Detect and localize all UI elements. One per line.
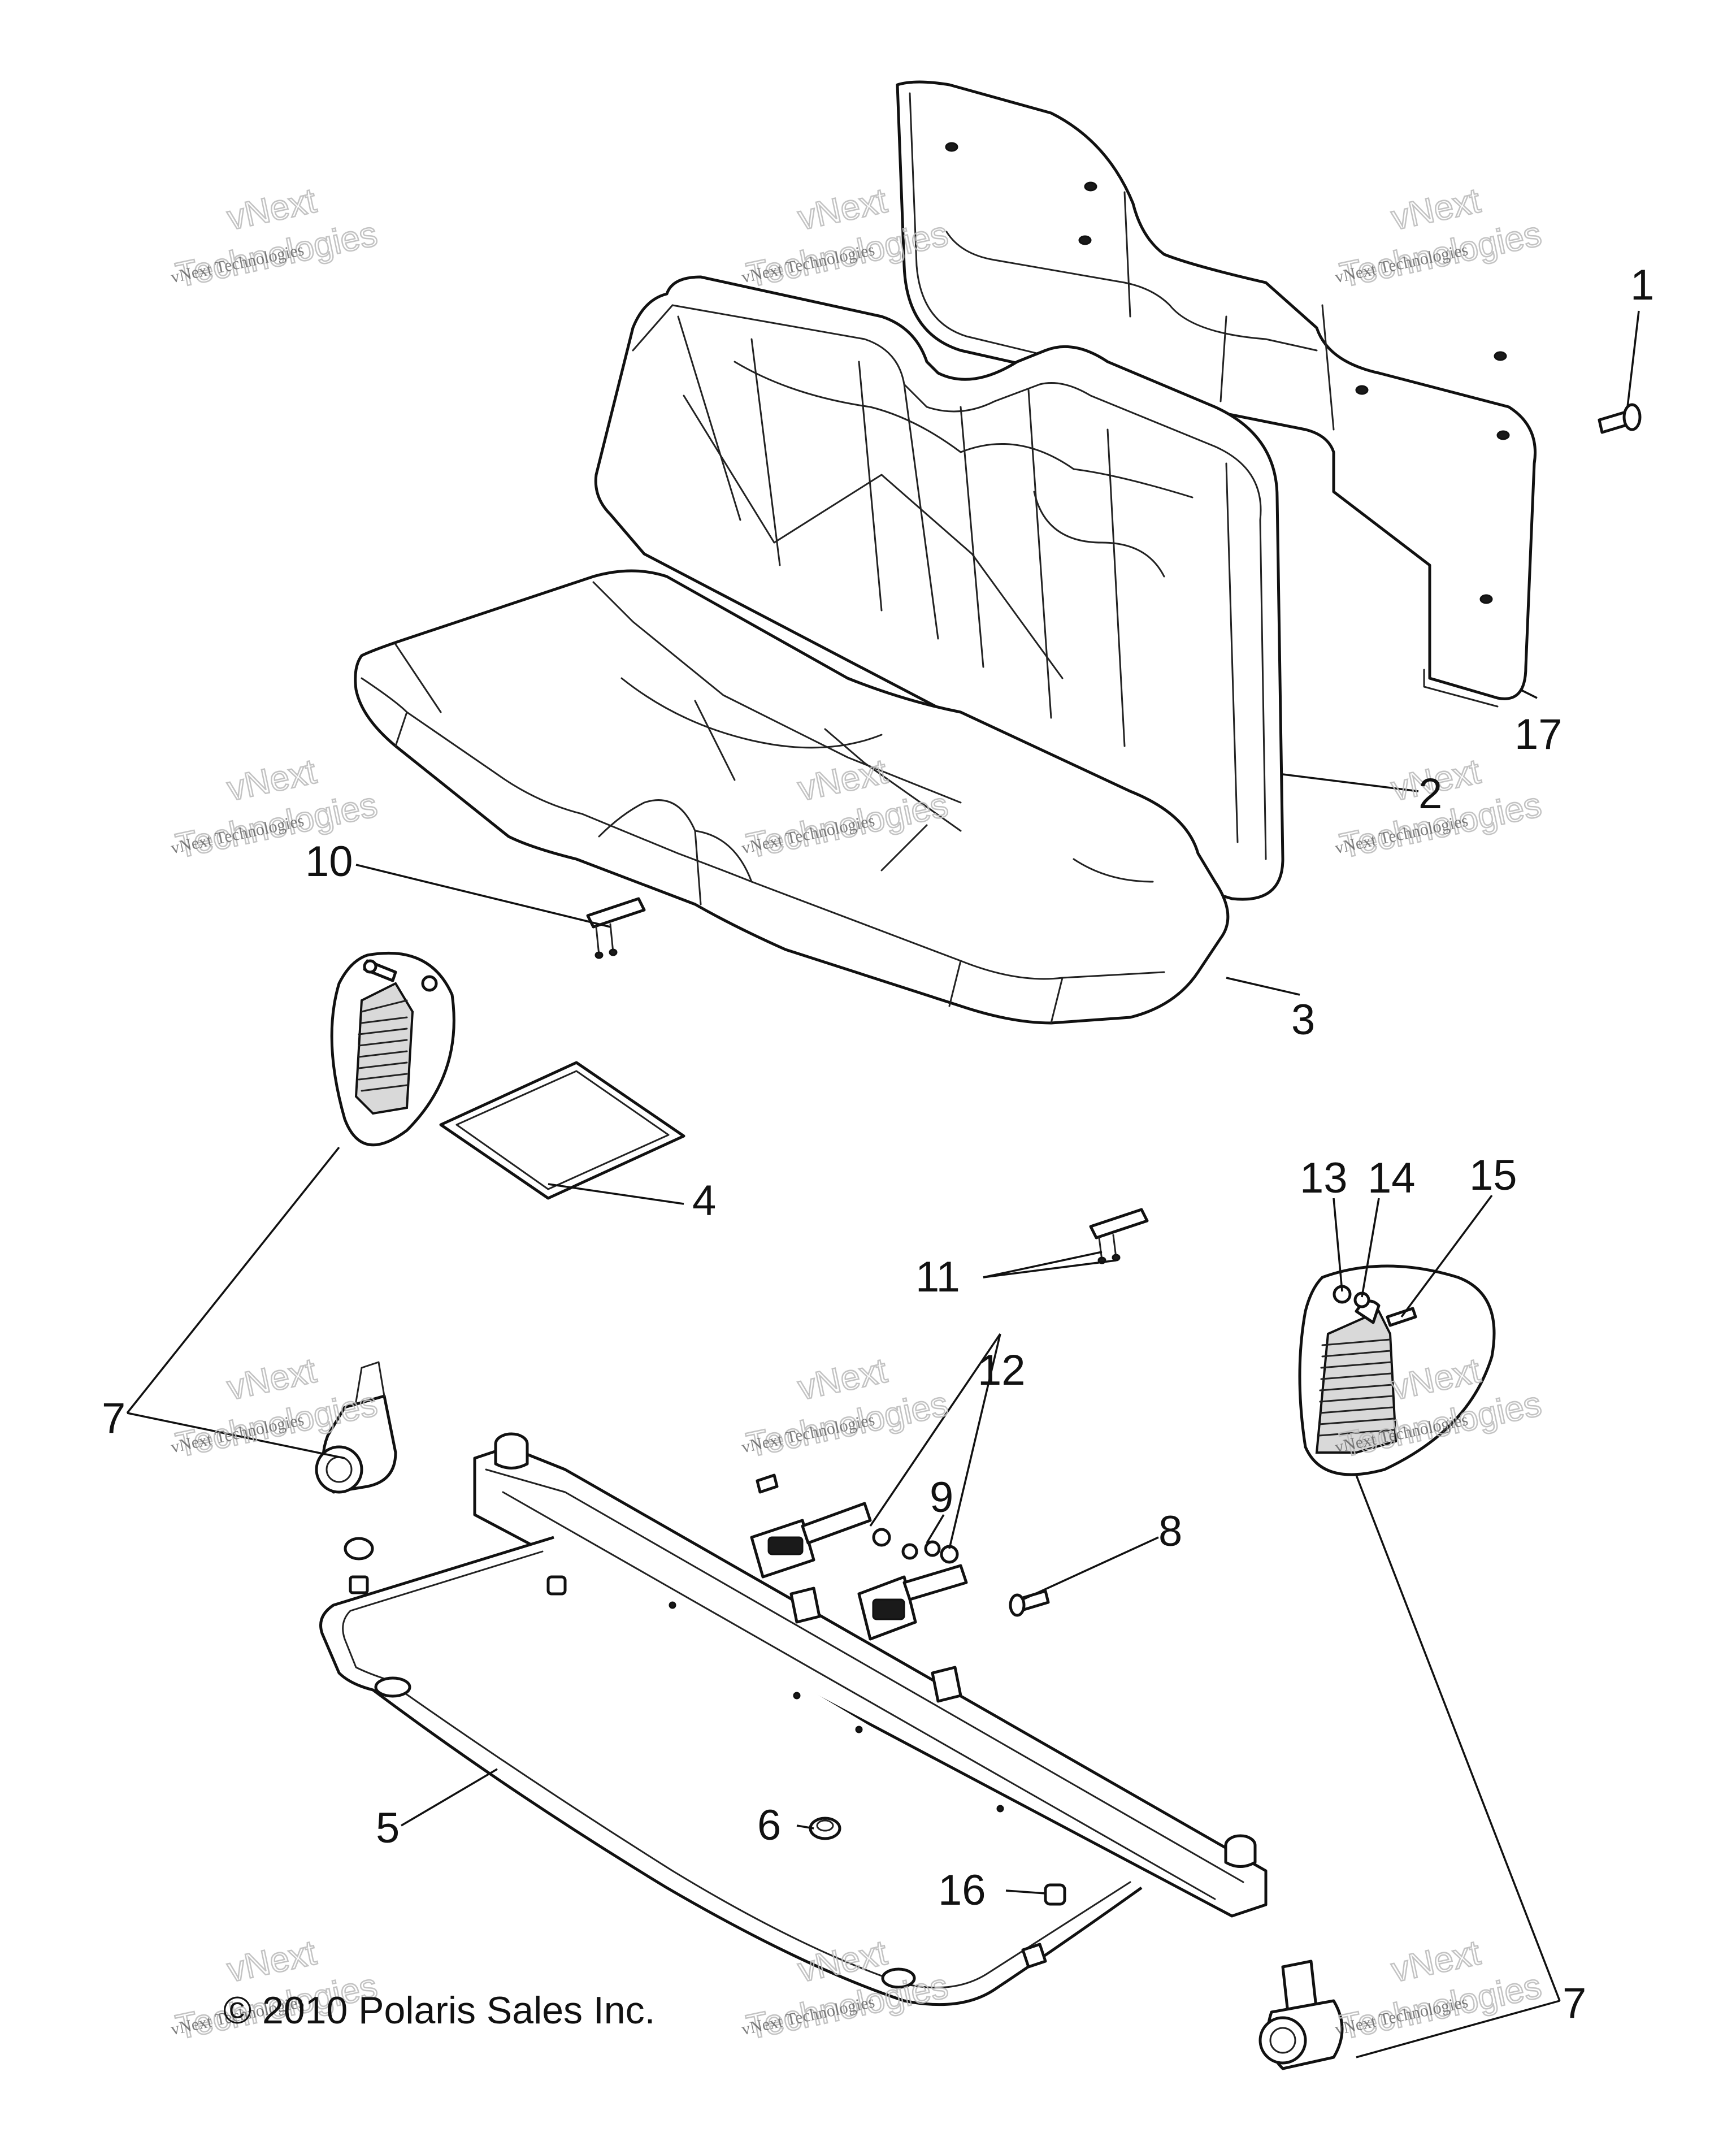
nut-part-9 bbox=[872, 1528, 959, 1564]
bracket-part-10 bbox=[586, 897, 646, 959]
callout-label: 4 bbox=[692, 1177, 716, 1225]
callout-label: 13 bbox=[1300, 1154, 1348, 1202]
callout-label: 9 bbox=[930, 1473, 953, 1522]
retractor-right bbox=[1258, 1960, 1344, 2070]
callout-label: 12 bbox=[978, 1346, 1026, 1394]
callout-label: 10 bbox=[305, 838, 353, 886]
grommet-part-6 bbox=[809, 1817, 841, 1840]
callout-label: 17 bbox=[1514, 710, 1563, 758]
callout-labels: 1 17 2 10 3 4 13 14 15 11 12 7 9 8 5 6 1… bbox=[102, 261, 1654, 2027]
callout-label: 7 bbox=[1563, 1979, 1586, 2027]
seatbelt-detail-right bbox=[1298, 1264, 1496, 1476]
callout-label: 16 bbox=[938, 1866, 986, 1914]
seat-bottom-part bbox=[354, 569, 1230, 1025]
callout-label: 15 bbox=[1469, 1151, 1517, 1199]
retractor-left bbox=[315, 1361, 397, 1594]
callout-label: 2 bbox=[1418, 770, 1442, 818]
callout-label: 7 bbox=[102, 1394, 125, 1442]
seat-backrest-part bbox=[594, 275, 1284, 901]
seat-frame-part-5 bbox=[319, 1432, 1268, 2006]
screw-part-1 bbox=[1598, 403, 1642, 434]
callout-label: 3 bbox=[1291, 996, 1315, 1044]
callout-label: 5 bbox=[376, 1804, 400, 1852]
pad-part-4 bbox=[439, 1061, 685, 1200]
bracket-part-11 bbox=[1089, 1208, 1149, 1264]
callout-label: 11 bbox=[915, 1253, 960, 1301]
callout-label: 14 bbox=[1368, 1154, 1416, 1202]
seatbelt-detail-left bbox=[330, 951, 455, 1147]
callout-label: 6 bbox=[757, 1801, 781, 1849]
watermark: vNext Technologies vNext Technologies bbox=[169, 180, 381, 296]
watermark: vNext Technologies vNext Technologies bbox=[1333, 180, 1545, 296]
leader-lines bbox=[126, 310, 1640, 2058]
watermark: vNext Technologies vNext Technologies bbox=[1333, 1932, 1545, 2048]
copyright-notice: © 2010 Polaris Sales Inc. bbox=[223, 1989, 656, 2032]
callout-label: 1 bbox=[1630, 261, 1654, 309]
buckle-part-12-right bbox=[857, 1564, 968, 1641]
nut-part-16 bbox=[1044, 1883, 1066, 1906]
watermark: vNext Technologies vNext Technologies bbox=[740, 1350, 952, 1466]
buckle-part-12-left bbox=[750, 1502, 872, 1579]
callout-label: 8 bbox=[1158, 1507, 1182, 1555]
